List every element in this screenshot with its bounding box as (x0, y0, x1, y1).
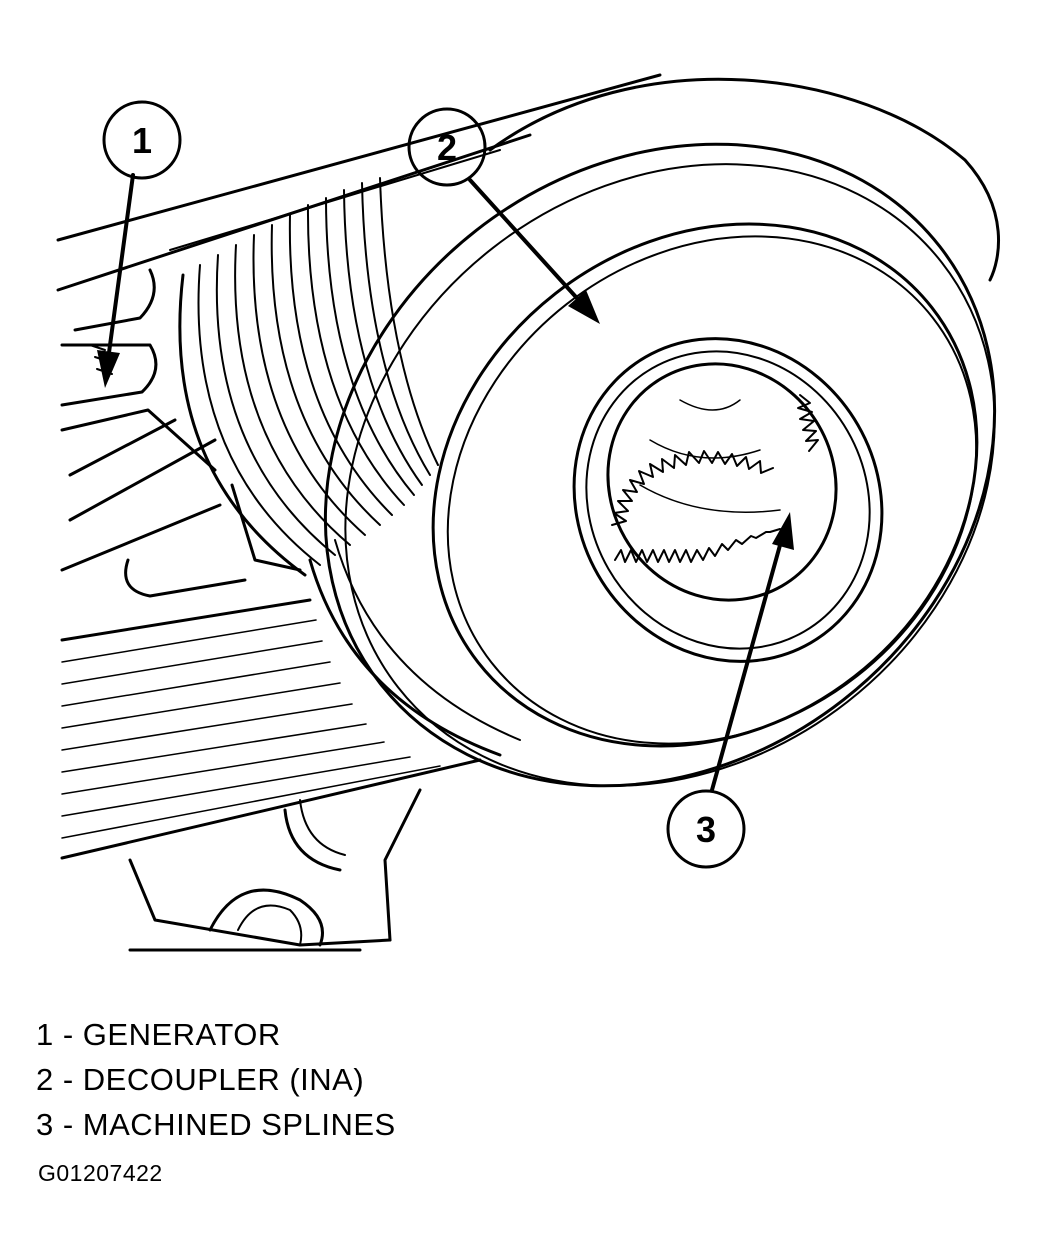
callout-number-2: 2 (437, 127, 457, 168)
leader-arrows (106, 173, 784, 792)
callout-number-3: 3 (696, 809, 716, 850)
callout-circle-3: 3 (666, 789, 746, 869)
legend: 1 - GENERATOR 2 - DECOUPLER (INA) 3 - MA… (36, 1012, 396, 1147)
spline-teeth (614, 528, 781, 563)
arrow-head-3 (772, 512, 794, 550)
callout-circle-1: 1 (102, 100, 182, 180)
legend-item-decoupler: 2 - DECOUPLER (INA) (36, 1062, 365, 1097)
decoupler-body (308, 77, 1001, 788)
legend-item-machined-splines: 3 - MACHINED SPLINES (36, 1107, 396, 1142)
figure-id: G01207422 (38, 1160, 163, 1186)
lower-bracket (128, 788, 422, 952)
decoupler-illustration: 1 2 3 (56, 73, 1001, 952)
callout-circle-2: 2 (407, 107, 487, 187)
pulley-grooves (178, 177, 439, 577)
generator-housing (60, 268, 302, 598)
legend-item-generator: 1 - GENERATOR (36, 1017, 281, 1052)
arrow-head-2 (568, 290, 600, 324)
decoupler-hub (572, 337, 884, 663)
upper-belt (56, 73, 662, 292)
callout-number-1: 1 (132, 120, 152, 161)
arrow-head-1 (97, 350, 120, 388)
lower-belt (60, 598, 482, 860)
